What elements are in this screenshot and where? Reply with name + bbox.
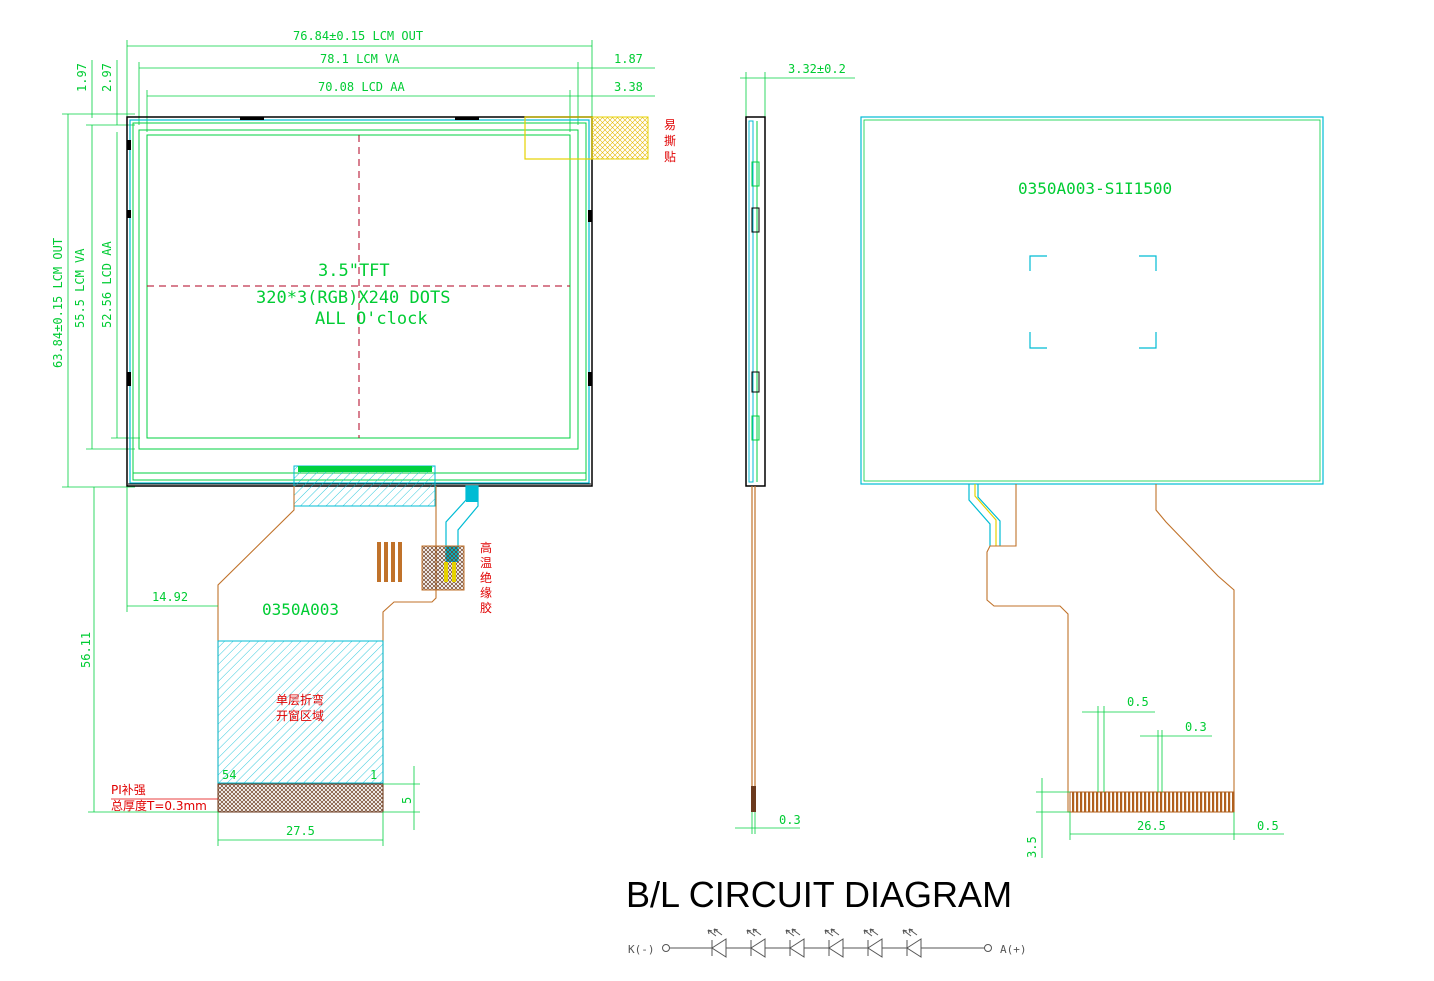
led-diode bbox=[782, 928, 821, 958]
bend-note-line2: 开窗区域 bbox=[276, 709, 324, 723]
back-view: 0350A003-S1I1500 0.5 0.3 26.5 0.5 3.5 bbox=[860, 116, 1324, 858]
dim-left-2: 2.97 bbox=[100, 63, 114, 92]
dim-lcd-aa-height: 52.56 LCD AA bbox=[100, 241, 114, 328]
insulation-char-5: 胶 bbox=[480, 600, 492, 615]
stiffener-note-line2: 总厚度T=0.3mm bbox=[111, 798, 207, 813]
dim-lcm-va-height: 55.5 LCM VA bbox=[73, 248, 87, 328]
dim-fpc-width: 27.5 bbox=[286, 824, 315, 838]
led-diode bbox=[821, 928, 860, 958]
dim-finger-height: 3.5 bbox=[1025, 836, 1039, 858]
dim-finger-width: 26.5 bbox=[1137, 819, 1166, 833]
anode-terminal bbox=[984, 944, 992, 952]
pin-54-label: 54 bbox=[222, 768, 236, 782]
fpc-dimensions: 14.92 56.11 27.5 5 bbox=[79, 487, 420, 846]
viewing-angle-label: ALL O'clock bbox=[315, 309, 428, 329]
insulation-char-4: 缘 bbox=[480, 586, 492, 600]
dim-fpc-offset: 14.92 bbox=[152, 590, 188, 604]
insulation-char-1: 高 bbox=[480, 540, 492, 555]
side-view: 3.32±0.2 0.3 bbox=[735, 62, 855, 834]
dim-right-2: 3.38 bbox=[614, 80, 643, 94]
pin-1-label: 1 bbox=[370, 768, 377, 782]
anode-label: A(+) bbox=[1000, 943, 1027, 956]
top-dimensions: 76.84±0.15 LCM OUT 78.1 LCM VA 70.08 LCD… bbox=[126, 29, 655, 132]
cathode-label: K(-) bbox=[628, 943, 655, 956]
dim-stiffener: 5 bbox=[400, 797, 414, 804]
front-view: 76.84±0.15 LCM OUT 78.1 LCM VA 70.08 LCD… bbox=[51, 29, 676, 846]
tape-note-char-2: 撕 bbox=[664, 134, 676, 148]
dim-lcm-va-width: 78.1 LCM VA bbox=[320, 52, 400, 66]
stiffener-note-line1: PI补强 bbox=[111, 783, 146, 797]
fpc: 0350A003 单层折弯 开窗区域 54 1 高 温 绝 缘 胶 PI补强 总… bbox=[111, 465, 492, 813]
dim-right-1: 1.87 bbox=[614, 52, 643, 66]
dim-pitch-2: 0.3 bbox=[1185, 720, 1207, 734]
dim-fpc-thickness: 0.3 bbox=[779, 813, 801, 827]
dim-thickness: 3.32±0.2 bbox=[788, 62, 846, 76]
tape-note-char-3: 贴 bbox=[664, 150, 676, 164]
easy-peel-tape: 易 撕 贴 bbox=[524, 116, 676, 164]
dim-left-1: 1.97 bbox=[75, 63, 89, 92]
dim-lcm-out-height: 63.84±0.15 LCM OUT bbox=[51, 238, 65, 368]
insulation-char-2: 温 bbox=[480, 556, 492, 570]
insulation-char-3: 绝 bbox=[480, 570, 492, 585]
cathode-terminal bbox=[662, 944, 670, 952]
led-diode bbox=[704, 928, 743, 958]
fpc-code-label: 0350A003 bbox=[262, 600, 339, 619]
display-size-label: 3.5"TFT bbox=[318, 261, 390, 281]
bend-note-line1: 单层折弯 bbox=[276, 692, 324, 707]
resolution-label: 320*3(RGB)X240 DOTS bbox=[256, 288, 450, 308]
dim-lcd-aa-width: 70.08 LCD AA bbox=[318, 80, 405, 94]
lcm-module: 3.5"TFT 320*3(RGB)X240 DOTS ALL O'clock bbox=[126, 116, 593, 487]
part-number-label: 0350A003-S1I1500 bbox=[1018, 179, 1172, 198]
led-diode bbox=[743, 928, 782, 958]
dim-right-margin: 0.5 bbox=[1257, 819, 1279, 833]
dim-pitch-1: 0.5 bbox=[1127, 695, 1149, 709]
dim-lcm-out-width: 76.84±0.15 LCM OUT bbox=[293, 29, 423, 43]
dim-fpc-length: 56.11 bbox=[79, 632, 93, 668]
backlight-circuit: B/L CIRCUIT DIAGRAM K(-) A(+) bbox=[626, 874, 1027, 958]
circuit-title: B/L CIRCUIT DIAGRAM bbox=[626, 874, 1012, 915]
tape-note-char-1: 易 bbox=[664, 118, 676, 132]
led-chain bbox=[704, 928, 938, 958]
led-diode bbox=[899, 928, 938, 958]
left-dimensions: 1.97 2.97 63.84±0.15 LCM OUT 55.5 LCM VA… bbox=[51, 60, 140, 488]
led-diode bbox=[860, 928, 899, 958]
